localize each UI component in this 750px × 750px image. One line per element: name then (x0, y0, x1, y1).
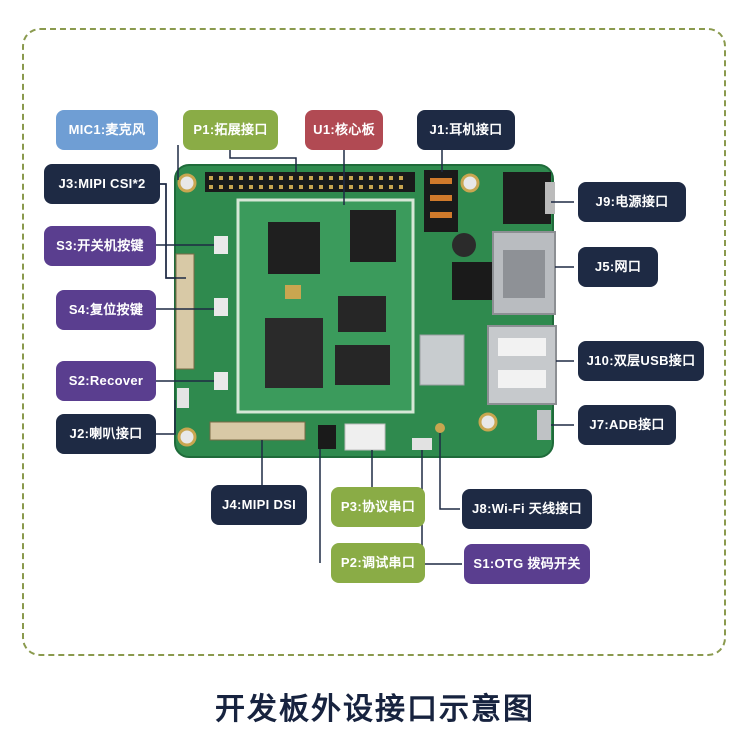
power-jack (503, 172, 551, 224)
soc-chip (265, 318, 323, 388)
label-j8: J8:Wi-Fi 天线接口 (462, 489, 592, 529)
chip (350, 210, 396, 262)
mount-hole (177, 427, 197, 447)
label-u1: U1:核心板 (305, 110, 383, 150)
reset-button (214, 298, 228, 316)
chip (268, 222, 320, 274)
antenna-connector (435, 423, 445, 433)
dashed-frame (22, 28, 726, 656)
label-mic1: MIC1:麦克风 (56, 110, 158, 150)
label-p2: P2:调试串口 (331, 543, 425, 583)
memory-chip (335, 345, 390, 385)
label-j10: J10:双层USB接口 (578, 341, 704, 381)
speaker-connector (177, 388, 189, 408)
label-s3: S3:开关机按键 (44, 226, 156, 266)
otg-switch (412, 438, 432, 450)
recover-button (214, 372, 228, 390)
label-p3: P3:协议串口 (331, 487, 425, 527)
label-j9: J9:电源接口 (578, 182, 686, 222)
page-title: 开发板外设接口示意图 (215, 693, 535, 726)
label-s2: S2:Recover (56, 361, 156, 401)
magnetics (452, 262, 492, 300)
dsi-connector (209, 421, 306, 441)
debug-serial (318, 425, 336, 449)
label-p1: P1:拓展接口 (183, 110, 278, 150)
wifi-module (419, 334, 465, 386)
mount-hole (177, 173, 197, 193)
label-j3: J3:MIPI CSI*2 (44, 164, 160, 204)
adb-port (537, 410, 551, 440)
protocol-serial (344, 423, 386, 451)
label-j5: J5:网口 (578, 247, 658, 287)
label-j2: J2:喇叭接口 (56, 414, 156, 454)
usb-port (487, 325, 557, 405)
label-j4: J4:MIPI DSI (211, 485, 307, 525)
mount-hole (478, 412, 498, 432)
leader-lines (156, 145, 574, 565)
mount-hole (460, 173, 480, 193)
label-j7: J7:ADB接口 (578, 405, 676, 445)
csi-connector (175, 253, 195, 370)
label-s1: S1:OTG 拨码开关 (464, 544, 590, 584)
power-button (214, 236, 228, 254)
label-j1: J1:耳机接口 (417, 110, 515, 150)
label-s4: S4:复位按键 (56, 290, 156, 330)
memory-chip (338, 296, 386, 332)
